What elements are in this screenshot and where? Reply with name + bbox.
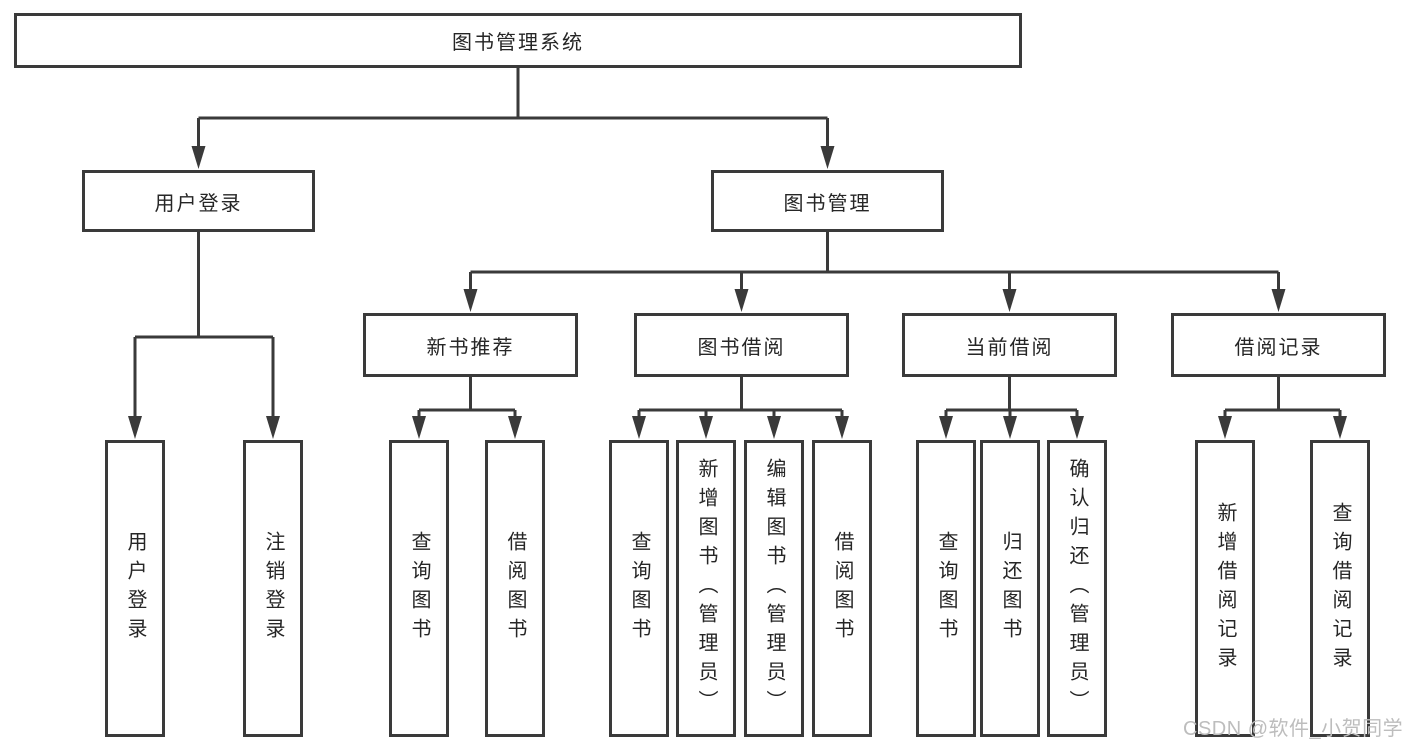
node-label: 新书推荐 <box>426 336 515 359</box>
leaf-add-books-admin: 新增图书（管理员） <box>676 440 736 737</box>
node-label: 注销登录 <box>262 530 284 647</box>
node-label: 确认归还（管理员） <box>1066 458 1088 719</box>
leaf-query-borrow-record: 查询借阅记录 <box>1310 440 1370 737</box>
node-current-borrowing: 当前借阅 <box>902 313 1117 377</box>
arrowheads <box>128 146 1347 439</box>
node-label: 编辑图书（管理员） <box>763 458 785 719</box>
leaf-confirm-return-admin: 确认归还（管理员） <box>1047 440 1107 737</box>
node-label: 用户登录 <box>154 192 243 215</box>
node-label: 图书管理系统 <box>452 32 584 54</box>
node-book-management-branch: 图书管理 <box>711 170 944 232</box>
leaf-borrow-books-1: 借阅图书 <box>485 440 545 737</box>
node-label: 用户登录 <box>124 530 146 647</box>
node-user-login-branch: 用户登录 <box>82 170 315 232</box>
node-book-borrowing: 图书借阅 <box>634 313 849 377</box>
node-library-management-system: 图书管理系统 <box>14 13 1022 68</box>
leaf-query-books-3: 查询图书 <box>916 440 976 737</box>
node-borrowing-records: 借阅记录 <box>1171 313 1386 377</box>
leaf-user-login: 用户登录 <box>105 440 165 737</box>
node-label: 新增借阅记录 <box>1214 501 1236 676</box>
node-label: 查询借阅记录 <box>1329 501 1351 676</box>
node-label: 借阅图书 <box>504 530 526 647</box>
leaf-query-books-1: 查询图书 <box>389 440 449 737</box>
leaf-query-books-2: 查询图书 <box>609 440 669 737</box>
leaf-borrow-books-2: 借阅图书 <box>812 440 872 737</box>
leaf-logout: 注销登录 <box>243 440 303 737</box>
node-label: 新增图书（管理员） <box>695 458 717 719</box>
node-label: 借阅记录 <box>1234 336 1323 359</box>
node-label: 当前借阅 <box>965 336 1054 359</box>
node-label: 借阅图书 <box>831 530 853 647</box>
leaf-return-books: 归还图书 <box>980 440 1040 737</box>
csdn-watermark: CSDN @软件_小贺同学 <box>1183 718 1404 740</box>
node-label: 图书借阅 <box>697 336 786 359</box>
node-label: 图书管理 <box>783 192 872 215</box>
node-label: 归还图书 <box>999 530 1021 647</box>
node-new-book-recommendation: 新书推荐 <box>363 313 578 377</box>
node-label: 查询图书 <box>628 530 650 647</box>
node-label: 查询图书 <box>408 530 430 647</box>
node-label: 查询图书 <box>935 530 957 647</box>
leaf-add-borrow-record: 新增借阅记录 <box>1195 440 1255 737</box>
leaf-edit-books-admin: 编辑图书（管理员） <box>744 440 804 737</box>
